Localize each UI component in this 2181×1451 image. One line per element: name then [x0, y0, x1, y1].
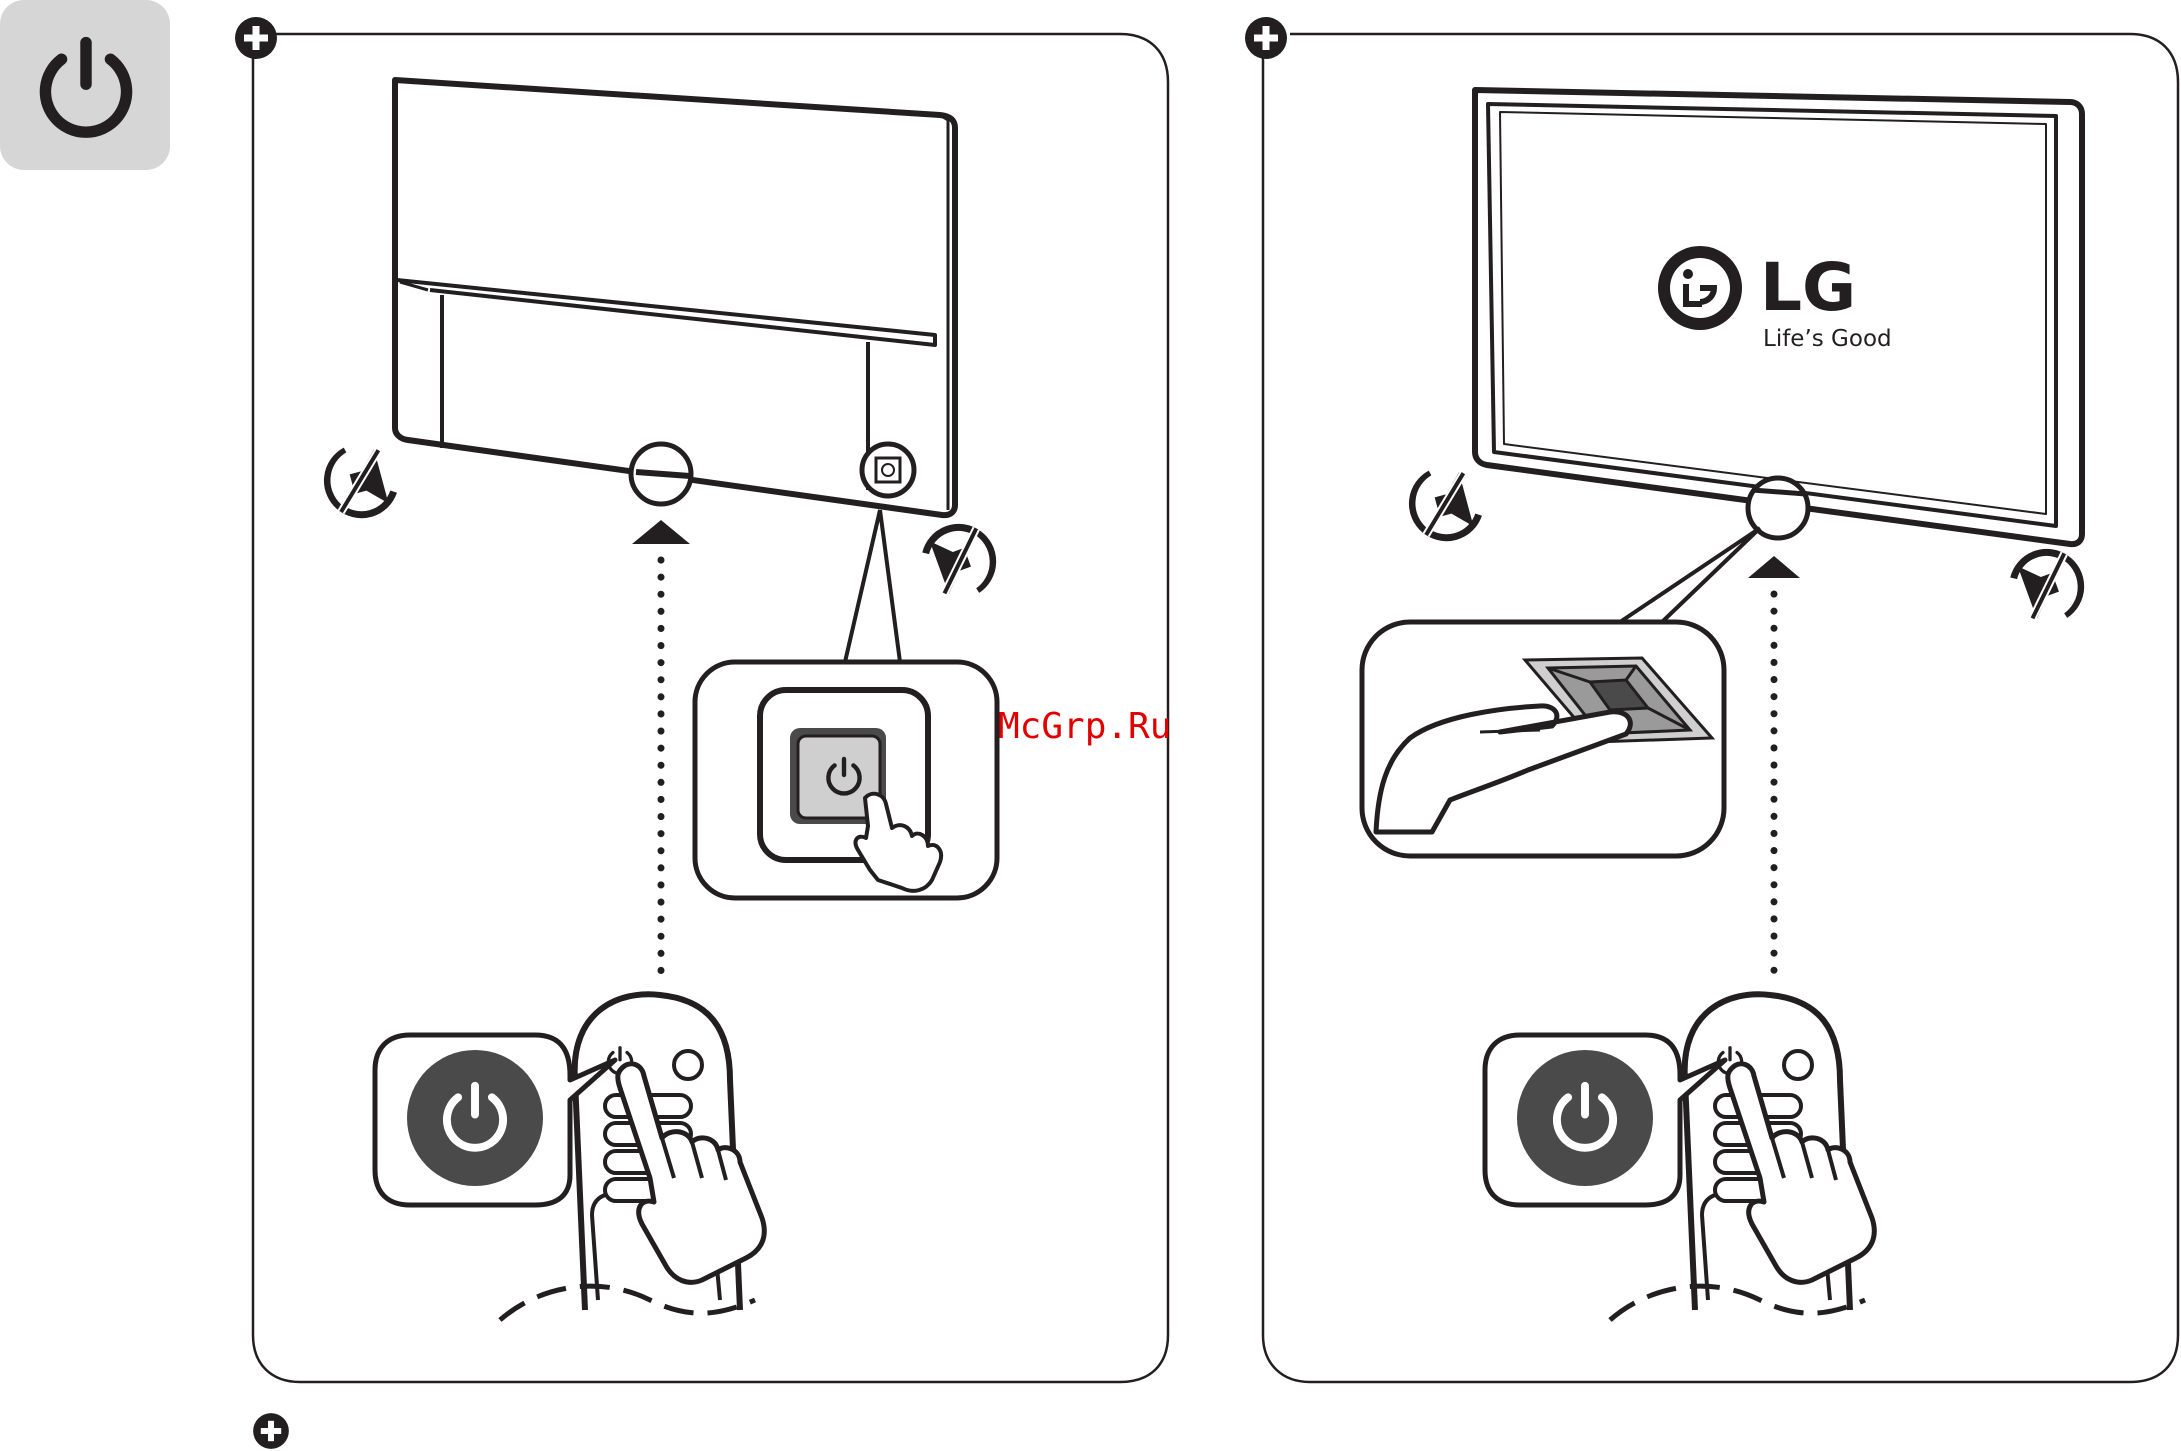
power-button-location-marker [862, 444, 914, 496]
remote-control-left [375, 994, 764, 1320]
joystick-closeup [1362, 622, 1724, 856]
triangle-up-icon [1748, 556, 1800, 578]
power-tile [0, 0, 170, 170]
logo-wordmark: LG [1760, 249, 1856, 326]
slogan: Life’s Good [1763, 326, 1892, 352]
plus-circle-icon [253, 1413, 289, 1449]
speaker-muted-icon [920, 518, 1001, 602]
callout-pointer [1620, 528, 1760, 622]
plus-circle-icon [1245, 17, 1287, 59]
speaker-muted-icon [320, 441, 398, 522]
joystick-location-marker [631, 444, 691, 504]
callout-pointer [845, 510, 900, 662]
plus-circle-icon [235, 17, 277, 59]
watermark: McGrp.Ru [998, 706, 1171, 747]
speaker-muted-icon [1405, 464, 1483, 545]
power-button-closeup [695, 662, 997, 898]
remote-control-right [1485, 994, 1874, 1320]
speaker-muted-icon [2008, 543, 2089, 627]
triangle-up-icon [632, 520, 690, 544]
